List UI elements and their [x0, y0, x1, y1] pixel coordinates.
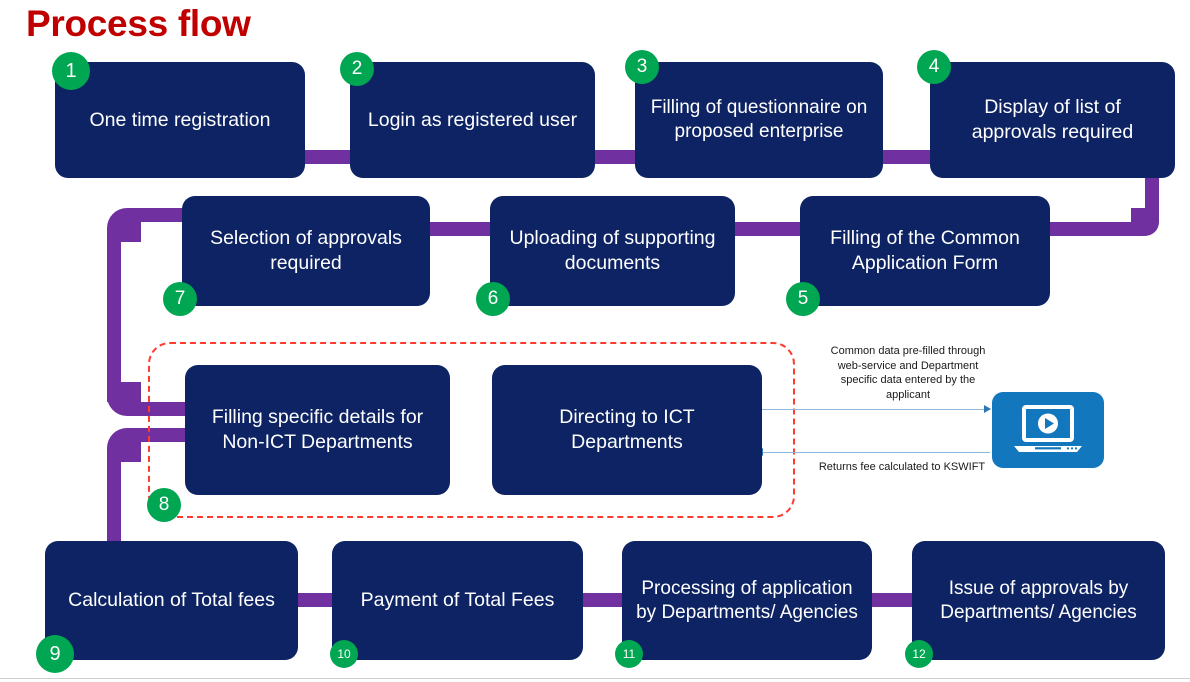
step-box-12-label: Issue of approvals by Departments/ Agenc… [940, 577, 1137, 623]
step-box-1-label: One time registration [89, 108, 271, 131]
connector-8-down [107, 452, 121, 547]
step-box-6-label: Uploading of supporting documents [509, 227, 716, 274]
arrow-line-inbound [758, 452, 990, 453]
step-badge-4: 4 [917, 50, 951, 84]
connector-3-to-4 [880, 150, 935, 164]
step-box-directing-to-ict[interactable]: Directing to ICT Departments [492, 365, 762, 495]
step-box-5-label: Filling of the Common Application Form [830, 227, 1020, 274]
connector-2-to-3 [590, 150, 640, 164]
step-badge-1-number: 1 [65, 59, 77, 82]
step-box-4[interactable]: Display of list of approvals required [930, 62, 1175, 178]
step-badge-2: 2 [340, 52, 374, 86]
step-box-7[interactable]: Selection of approvals required [182, 196, 430, 306]
step-badge-2-number: 2 [351, 58, 363, 79]
step-badge-12: 12 [905, 640, 933, 668]
step-badge-8-number: 8 [158, 494, 170, 515]
step-box-11[interactable]: Processing of application by Departments… [622, 541, 872, 660]
step-box-10[interactable]: Payment of Total Fees [332, 541, 583, 660]
connector-4-to-5 [1040, 222, 1145, 236]
connector-6-to-7 [425, 222, 495, 236]
annotation-outbound: Common data pre-filled through web-servi… [830, 345, 986, 401]
step-box-7-label: Selection of approvals required [210, 227, 402, 274]
step-box-12[interactable]: Issue of approvals by Departments/ Agenc… [912, 541, 1165, 660]
connector-11-to-12 [867, 593, 917, 607]
step-box-4-label: Display of list of approvals required [971, 96, 1134, 143]
step-badge-9: 9 [36, 635, 74, 673]
laptop-play-icon [992, 392, 1104, 468]
step-box-5[interactable]: Filling of the Common Application Form [800, 196, 1050, 306]
step-badge-1: 1 [52, 52, 90, 90]
step-badge-3: 3 [625, 50, 659, 84]
step-badge-7: 7 [163, 282, 197, 316]
connector-8-out [130, 428, 192, 442]
step-badge-7-number: 7 [174, 288, 186, 309]
connector-7-to-left [130, 208, 192, 222]
annotation-inbound: Returns fee calculated to KSWIFT [818, 461, 986, 473]
connector-1-to-2 [300, 150, 356, 164]
step-box-9[interactable]: Calculation of Total fees [45, 541, 298, 660]
arrow-line-outbound [758, 409, 990, 410]
connector-10-to-11 [578, 593, 627, 607]
step-badge-12-number: 12 [912, 647, 926, 661]
step-badge-4-number: 4 [928, 56, 940, 77]
step-badge-10: 10 [330, 640, 358, 668]
step-box-6[interactable]: Uploading of supporting documents [490, 196, 735, 306]
connector-7-down [107, 232, 121, 402]
step-box-1[interactable]: One time registration [55, 62, 305, 178]
connector-7-into-8 [130, 402, 192, 416]
step-box-3[interactable]: Filling of questionnaire on proposed ent… [635, 62, 883, 178]
step-badge-11-number: 11 [622, 647, 636, 661]
step-box-8[interactable]: Filling specific details for Non-ICT Dep… [185, 365, 450, 495]
step-box-8-label: Filling specific details for Non-ICT Dep… [211, 406, 424, 453]
step-badge-8: 8 [147, 488, 181, 522]
ict-routing-group-frame [148, 342, 795, 518]
connector-5-to-6 [728, 222, 805, 236]
step-badge-11: 11 [615, 640, 643, 668]
step-box-2-label: Login as registered user [367, 108, 578, 131]
step-box-10-label: Payment of Total Fees [360, 589, 555, 611]
step-badge-9-number: 9 [49, 642, 61, 665]
bottom-divider [0, 678, 1190, 679]
step-badge-6-number: 6 [487, 288, 499, 309]
step-badge-5-number: 5 [797, 288, 809, 309]
step-badge-5: 5 [786, 282, 820, 316]
step-badge-6: 6 [476, 282, 510, 316]
step-box-9-label: Calculation of Total fees [68, 589, 275, 611]
arrow-head-outbound [984, 405, 991, 413]
step-box-2[interactable]: Login as registered user [350, 62, 595, 178]
step-box-11-label: Processing of application by Departments… [636, 577, 858, 623]
step-badge-3-number: 3 [636, 56, 648, 77]
step-badge-10-number: 10 [337, 647, 351, 661]
page-title: Process flow [26, 3, 251, 44]
step-box-3-label: Filling of questionnaire on proposed ent… [650, 97, 868, 142]
step-box-directing-to-ict-label: Directing to ICT Departments [559, 406, 695, 453]
connector-9-to-10 [293, 593, 337, 607]
